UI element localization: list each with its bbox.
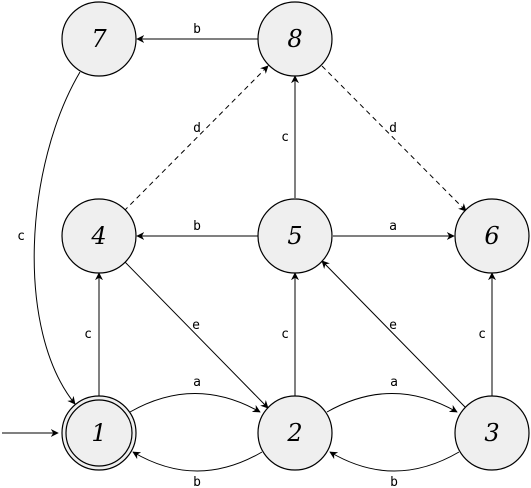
edge-2-to-3 [326,393,458,413]
edge-label-3-6: c [478,327,486,342]
edge-label-8-7: b [193,22,201,37]
edge-1-to-2 [129,393,261,413]
state-2[interactable]: 2 [257,395,333,471]
edge-label-3-2: b [390,475,398,488]
edge-8-to-6 [321,65,467,212]
edges [2,35,496,472]
edge-4-to-2 [123,260,269,409]
edge-label-5-8: c [281,130,289,145]
state-label: 6 [484,222,499,250]
state-4[interactable]: 4 [61,198,137,274]
edge-label-3-5: e [389,318,397,333]
state-label: 5 [287,222,302,250]
edge-label-4-2: e [192,318,200,333]
nodes: 7 8 4 5 6 1 2 3 [61,1,530,471]
state-3[interactable]: 3 [454,395,530,471]
edge-3-to-5 [321,260,467,409]
edge-label-4-8: d [193,121,201,136]
edge-label-7-1: c [17,229,25,244]
state-label: 1 [91,419,106,447]
edge-4-to-8 [123,65,269,212]
state-label: 7 [91,25,107,53]
state-8[interactable]: 8 [257,1,333,77]
edge-3-to-2 [329,451,460,472]
edge-label-8-6: d [389,121,397,136]
edge-label-2-5: c [281,327,289,342]
edge-label-5-6: a [389,219,397,234]
accepting-ring [65,399,133,467]
edge-labels: a b a b c c c e e b a c d d b c [17,22,486,488]
state-label: 8 [287,25,302,53]
state-7[interactable]: 7 [61,1,137,77]
edge-label-1-4: c [84,327,92,342]
edge-7-to-1 [33,71,81,405]
edge-label-2-1: b [193,475,201,488]
state-6[interactable]: 6 [454,198,530,274]
state-label: 4 [90,222,106,250]
edge-2-to-1 [132,451,263,472]
edge-label-5-4: b [193,219,201,234]
state-label: 3 [484,419,499,447]
edge-label-2-3: a [390,375,398,390]
state-5[interactable]: 5 [257,198,333,274]
state-1-accepting[interactable]: 1 [61,395,137,471]
edge-label-1-2: a [193,375,201,390]
state-label: 2 [286,419,302,447]
